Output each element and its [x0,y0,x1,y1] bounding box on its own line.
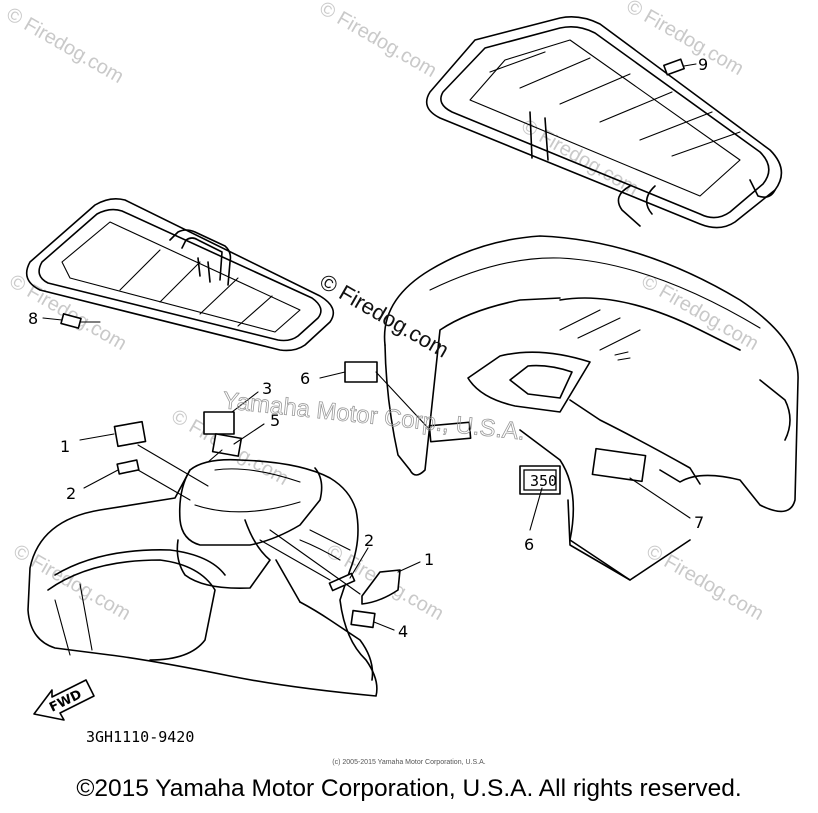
rear-carrier [425,16,783,229]
callout-number: 8 [28,309,38,328]
callout-number: 5 [270,411,280,430]
watermark-corp: Yamaha Motor Corp., U.S.A. [221,387,526,446]
rear-fender: 350 [344,235,799,581]
watermark-tile: © Firedog.com [623,0,748,80]
callout-number: 2 [66,484,76,503]
callouts: 1 2 3 5 6 6 7 8 9 2 1 4 [28,55,708,641]
small-copyright: (c) 2005-2015 Yamaha Motor Corporation, … [332,759,486,766]
callout-number: 1 [424,550,434,569]
fwd-arrow: FWD [33,679,95,721]
watermark-tile: © Firedog.com [6,270,131,355]
callout-number: 3 [262,379,272,398]
callout-number: 7 [694,513,704,532]
front-carrier [25,198,335,352]
callout-number: 1 [60,437,70,456]
front-fender [27,411,401,697]
callout-number: 9 [698,55,708,74]
callout-number: 6 [524,535,534,554]
part-code: 3GH1110-9420 [86,728,194,746]
watermark-tile: © Firedog.com [316,0,441,82]
decal-350: 350 [530,472,557,490]
leader-lines [42,63,697,631]
callout-number: 4 [398,622,408,641]
callout-number: 2 [364,531,374,550]
footer-copyright: ©2015 Yamaha Motor Corporation, U.S.A. A… [76,775,742,802]
watermark-tile: © Firedog.com [638,270,763,355]
watermark-tile: © Firedog.com [643,540,768,625]
callout-number: 6 [300,369,310,388]
watermark-tile: © Firedog.com [3,3,128,88]
